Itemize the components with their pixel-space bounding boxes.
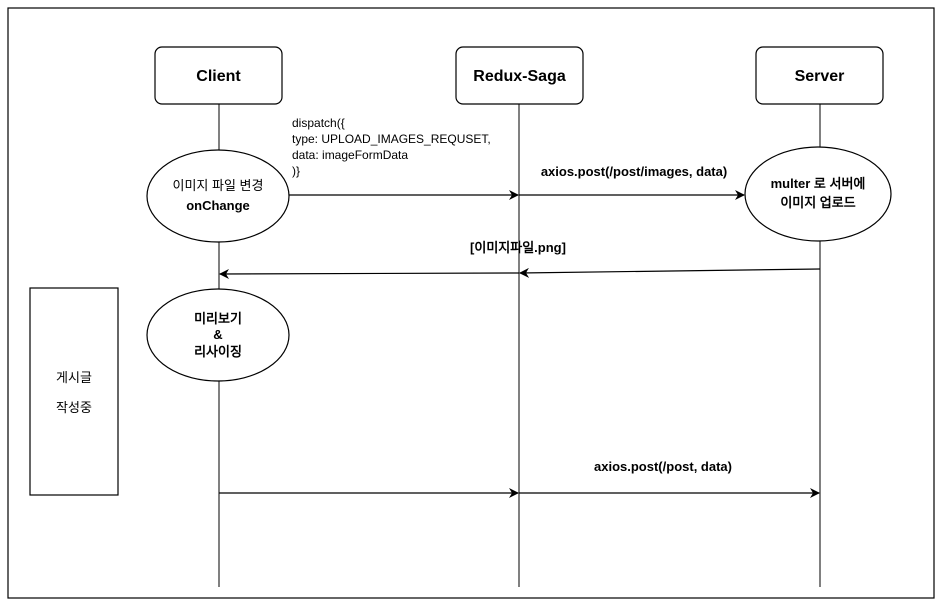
participant-client-label: Client <box>196 68 241 85</box>
diagram-frame <box>7 7 935 599</box>
client-file-change-line1: 이미지 파일 변경 <box>173 178 264 193</box>
response-arrow-saga-to-client <box>219 268 520 279</box>
participant-server-label: Server <box>795 68 845 85</box>
client-file-change-node: 이미지 파일 변경 onChange <box>146 149 290 243</box>
post-submit-label: axios.post(/post, data) <box>594 459 732 474</box>
participant-server: Server <box>755 46 884 105</box>
upload-post-label: axios.post(/post/images, data) <box>541 164 727 179</box>
side-note-line1: 게시글 <box>56 370 92 385</box>
server-multer-upload-node: multer 로 서버에 이미지 업로드 <box>744 146 892 242</box>
participant-saga-label: Redux-Saga <box>473 68 566 85</box>
preview-resize-node: 미리보기 & 리사이징 <box>146 288 290 382</box>
preview-line1: 미리보기 <box>194 311 242 326</box>
side-note-box: 게시글 작성중 <box>29 287 119 496</box>
response-arrow-server-to-saga <box>519 267 821 278</box>
dispatch-line2: type: UPLOAD_IMAGES_REQUSET, <box>292 132 491 146</box>
participant-saga: Redux-Saga <box>455 46 584 105</box>
dispatch-line3: data: imageFormData <box>292 148 408 162</box>
server-multer-line1: multer 로 서버에 <box>771 176 866 191</box>
dispatch-line1: dispatch({ <box>292 116 345 130</box>
participant-client: Client <box>154 46 283 105</box>
preview-line2: & <box>213 327 222 342</box>
preview-line3: 리사이징 <box>194 344 242 359</box>
client-file-change-line2: onChange <box>186 198 250 213</box>
response-label: [이미지파일.png] <box>470 240 566 255</box>
side-note-line2: 작성중 <box>56 400 92 415</box>
dispatch-label-bg <box>290 112 518 182</box>
server-multer-line2: 이미지 업로드 <box>780 195 855 210</box>
dispatch-line4: )} <box>292 164 300 178</box>
dispatch-label: dispatch({ type: UPLOAD_IMAGES_REQUSET, … <box>292 116 491 178</box>
